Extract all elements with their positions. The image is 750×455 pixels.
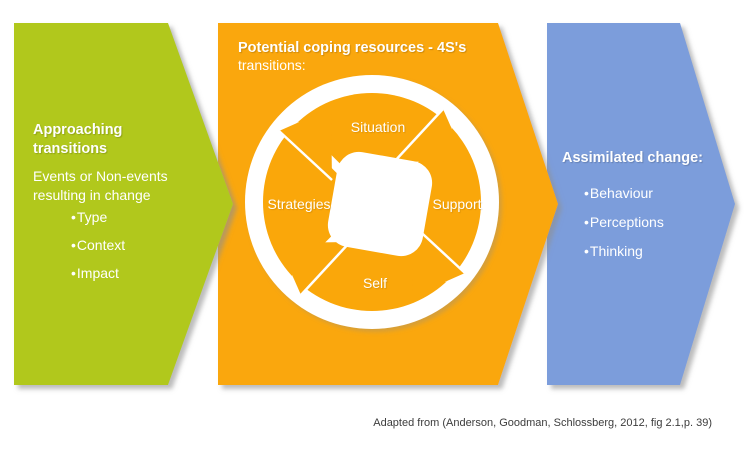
segment-self-fold [278,241,351,296]
approaching-transitions-arrow [14,23,233,385]
approaching-transitions-bullets: Type Context Impact [71,208,125,292]
assimilated-change-arrow [547,23,735,385]
coping-resources-title: Potential coping resources - 4S's [238,40,467,56]
bullet-type: Type [71,208,125,226]
bullet-thinking: Thinking [584,242,664,260]
approaching-transitions-description: Events or Non-events resulting in change [33,168,168,203]
bullet-perceptions: Perceptions [584,213,664,231]
bullet-behaviour: Behaviour [584,184,664,202]
cycle-label-strategies: Strategies [267,196,331,212]
bullet-impact: Impact [71,264,125,282]
assimilated-change-heading: Assimilated change: [562,150,704,166]
four-s-cycle [245,75,499,329]
cycle-center-blob [327,151,433,257]
segment-strategies-fold [278,108,333,181]
coping-resources-subtitle: transitions: [238,57,306,73]
caption: Adapted from (Anderson, Goodman, Schloss… [373,417,712,429]
cycle-label-self: Self [362,275,388,291]
cycle-label-situation: Situation [350,119,406,135]
bullet-context: Context [71,236,125,254]
assimilated-change-bullets: Behaviour Perceptions Thinking [584,184,664,270]
segment-situation-fold [393,108,466,163]
cycle-label-support: Support [432,196,482,212]
approaching-transitions-heading: Approaching transitions [33,122,123,157]
